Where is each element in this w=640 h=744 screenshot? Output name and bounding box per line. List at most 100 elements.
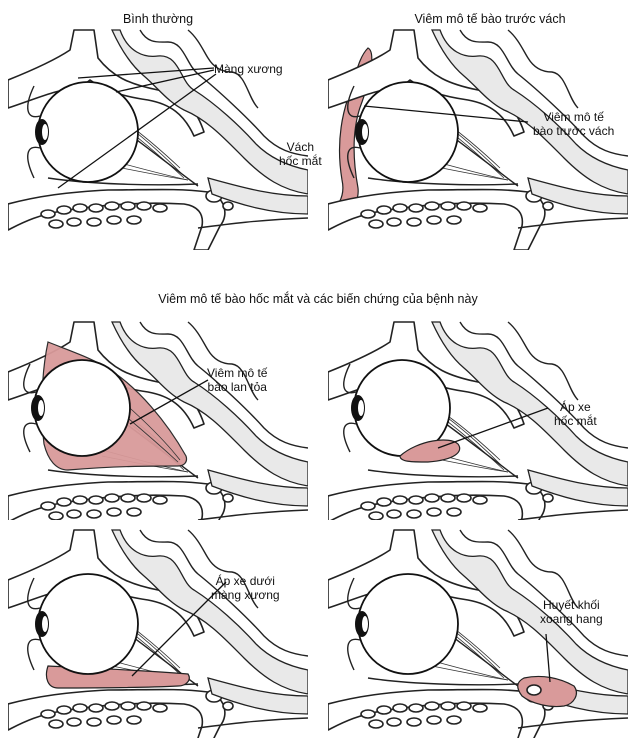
sinus-cell	[392, 495, 408, 505]
sinus-cell	[126, 215, 142, 225]
sphenoid-line-upper	[187, 321, 259, 401]
sinus-cell	[120, 493, 136, 503]
pupil-highlight	[358, 400, 364, 416]
sinus-cell	[152, 203, 168, 213]
sinus-cell	[440, 201, 456, 211]
sphenoid-line	[459, 29, 628, 157]
lower-eyelid	[27, 638, 41, 671]
sinus-cell	[456, 701, 472, 711]
upper-eyelid	[347, 577, 361, 610]
sinus-cell	[136, 493, 152, 503]
lower-eyelid	[347, 638, 361, 671]
orbital-floor	[367, 177, 519, 186]
sinus-cell	[40, 709, 56, 719]
sinus-cell	[66, 217, 82, 227]
sphenoid-line	[139, 321, 308, 449]
sinus-cell	[408, 203, 424, 213]
sinus-cell	[368, 219, 384, 229]
sinus-cell	[472, 703, 488, 713]
sinus-cell	[472, 203, 488, 213]
sinus-cell	[424, 201, 440, 211]
sphenoid-line-upper	[507, 321, 579, 401]
eyeball	[37, 573, 139, 675]
sinus-band	[430, 321, 628, 487]
sinus-cell	[386, 509, 402, 519]
pupil-highlight	[362, 124, 368, 140]
sinus-cell	[48, 219, 64, 229]
nerve-circle	[542, 493, 554, 503]
pupil-highlight	[42, 616, 48, 632]
cavernous-sinus	[207, 677, 308, 715]
sinus-cell	[56, 705, 72, 715]
sinus-band	[430, 29, 628, 195]
eyeball	[33, 359, 131, 457]
leader-line	[437, 407, 549, 449]
sinus-cell	[56, 205, 72, 215]
lower-eyelid	[343, 422, 357, 453]
sinus-cell	[48, 511, 64, 520]
sinus-cell	[86, 509, 102, 519]
sinus-cell	[360, 709, 376, 719]
sinus-band	[110, 529, 308, 695]
orbital-floor	[367, 469, 519, 478]
sinus-cell	[446, 715, 462, 725]
orbital-floor	[367, 677, 519, 686]
sinus-cell	[136, 201, 152, 211]
sinus-cell	[40, 209, 56, 219]
nerve-circle	[222, 701, 234, 711]
sphenoid-line-upper	[187, 529, 259, 609]
sinus-cell	[126, 507, 142, 517]
sinus-cell	[368, 719, 384, 729]
sinus-cell	[456, 201, 472, 211]
sinus-cell	[424, 701, 440, 711]
leader-line	[545, 633, 551, 683]
sphenoid-line	[139, 529, 308, 657]
sinus-cell	[104, 701, 120, 711]
pupil-highlight	[38, 400, 44, 416]
sinus-cell	[446, 215, 462, 225]
panel-orbital-abscess	[328, 321, 628, 520]
sinus-cell	[88, 495, 104, 505]
caption-normal: Bình thường	[122, 12, 194, 26]
upper-eyelid	[343, 363, 357, 394]
panel-subperiosteal	[8, 529, 308, 738]
sinus-cell	[120, 701, 136, 711]
upper-eyelid	[347, 85, 361, 118]
cavernous-thrombus	[517, 675, 577, 708]
sinus-cell	[66, 509, 82, 519]
leader-line	[131, 581, 227, 677]
sinus-cell	[104, 201, 120, 211]
sinus-cell	[376, 205, 392, 215]
sinus-cell	[360, 209, 376, 219]
sinus-cell	[368, 511, 384, 520]
sinus-cell	[72, 703, 88, 713]
sinus-cell	[72, 203, 88, 213]
upper-eyelid	[27, 85, 41, 118]
sinus-cell	[386, 717, 402, 727]
sinus-cell	[88, 703, 104, 713]
sinus-band	[110, 29, 308, 195]
sinus-cell	[86, 717, 102, 727]
sphenoid-line	[459, 321, 628, 449]
sinus-cell	[426, 715, 442, 725]
base-line	[517, 217, 628, 229]
base-line	[197, 509, 308, 520]
leader-line	[115, 69, 215, 93]
caption-orbital-cellulitis: Viêm mô tế bào hốc mắt và các biến chứng…	[158, 292, 478, 306]
sinus-cell	[86, 217, 102, 227]
sinus-band	[430, 529, 628, 695]
panel-normal	[8, 29, 308, 250]
orbital-floor	[47, 469, 199, 478]
sinus-cell	[406, 217, 422, 227]
caption-preseptal: Viêm mô tế bào trước vách	[414, 12, 566, 26]
nerve-circle	[222, 493, 234, 503]
panel-preseptal	[328, 29, 628, 250]
sinus-band	[110, 321, 308, 487]
sinus-cell	[408, 495, 424, 505]
sinus-cell	[66, 717, 82, 727]
sinus-cell	[376, 705, 392, 715]
